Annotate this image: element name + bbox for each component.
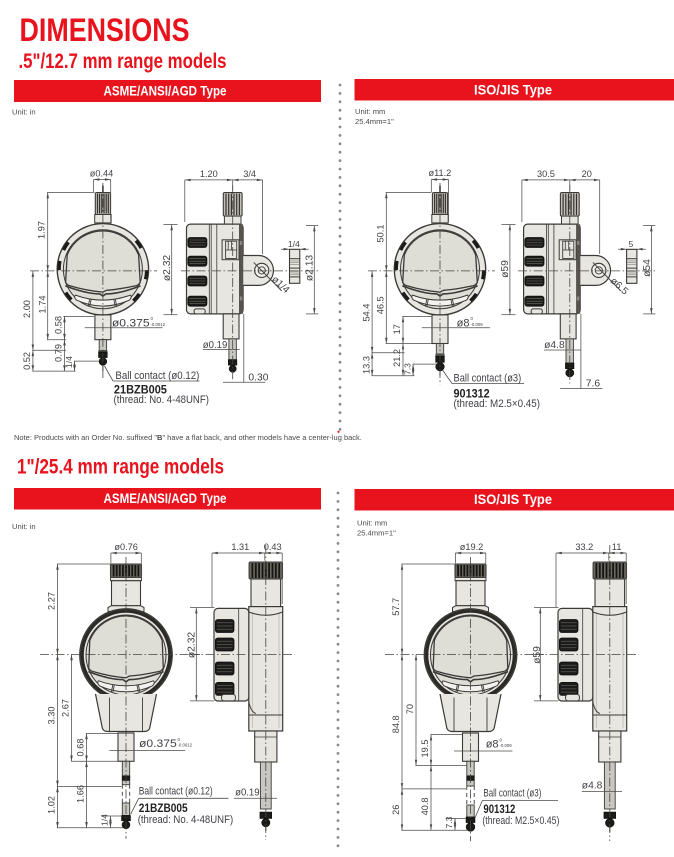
svg-text:1/4: 1/4 [288, 239, 300, 249]
svg-text:3.30: 3.30 [47, 707, 57, 725]
svg-text:ASME/ANSI/AGD Type: ASME/ANSI/AGD Type [104, 491, 227, 506]
svg-text:-0.009: -0.009 [471, 322, 484, 327]
svg-text:Ball contact (ø3): Ball contact (ø3) [483, 788, 541, 800]
svg-text:ø8: ø8 [457, 317, 470, 329]
svg-text:2.67: 2.67 [61, 699, 71, 717]
svg-text:ø4.8: ø4.8 [582, 781, 603, 792]
svg-text:21BZB005: 21BZB005 [114, 382, 167, 396]
svg-text:7.6: 7.6 [586, 379, 601, 390]
svg-text:26: 26 [391, 805, 401, 815]
svg-text:ASME/ANSI/AGD Type: ASME/ANSI/AGD Type [104, 84, 227, 99]
svg-text:0.68: 0.68 [76, 739, 86, 757]
svg-text:13.3: 13.3 [361, 356, 371, 374]
svg-text:54.4: 54.4 [361, 304, 371, 322]
svg-text:1/4: 1/4 [64, 356, 74, 368]
svg-text:19.5: 19.5 [420, 740, 430, 758]
svg-text:1.31: 1.31 [231, 542, 249, 552]
svg-text:17: 17 [392, 324, 402, 334]
svg-text:0: 0 [151, 316, 154, 321]
svg-text:1.74: 1.74 [37, 296, 47, 314]
svg-text:(thread: No. 4-48UNF): (thread: No. 4-48UNF) [138, 814, 234, 826]
svg-text:ø2.13: ø2.13 [305, 255, 316, 282]
svg-text:Ball contact (ø0.12): Ball contact (ø0.12) [115, 370, 199, 382]
svg-text:ISO/JIS Type: ISO/JIS Type [474, 492, 552, 507]
svg-text:1"/25.4 mm range models: 1"/25.4 mm range models [17, 456, 224, 479]
svg-text:0: 0 [178, 737, 181, 742]
svg-text:46.5: 46.5 [376, 296, 386, 314]
svg-text:1.66: 1.66 [76, 785, 86, 803]
svg-text:ø11.2: ø11.2 [428, 168, 451, 178]
svg-text:0.58: 0.58 [54, 316, 64, 334]
svg-text:ø0.76: ø0.76 [114, 542, 138, 552]
svg-text:2.27: 2.27 [47, 592, 57, 610]
svg-text:21.2: 21.2 [392, 349, 402, 367]
svg-text:-0.0012: -0.0012 [151, 322, 166, 327]
svg-text:0: 0 [500, 737, 503, 742]
svg-text:25.4mm=1": 25.4mm=1" [355, 117, 394, 126]
svg-text:Note: Products with an Order N: Note: Products with an Order No. suffixe… [14, 433, 362, 442]
svg-text:Unit: mm: Unit: mm [357, 519, 387, 528]
svg-text:Unit: in: Unit: in [12, 108, 36, 117]
svg-text:30.5: 30.5 [537, 169, 555, 179]
svg-text:33.2: 33.2 [575, 542, 593, 552]
svg-text:901312: 901312 [454, 387, 490, 401]
svg-text:.5"/12.7 mm range models: .5"/12.7 mm range models [19, 50, 227, 73]
svg-text:ISO/JIS Type: ISO/JIS Type [474, 83, 552, 98]
svg-text:Ball contact (ø3): Ball contact (ø3) [454, 373, 522, 385]
svg-text:(thread: M2.5×0.45): (thread: M2.5×0.45) [454, 398, 541, 410]
svg-text:901312: 901312 [483, 802, 515, 816]
svg-text:84.8: 84.8 [391, 715, 401, 733]
svg-text:(thread: No. 4-48UNF): (thread: No. 4-48UNF) [114, 394, 209, 406]
svg-text:ø0.375: ø0.375 [112, 317, 150, 329]
svg-text:0.52: 0.52 [22, 352, 32, 370]
svg-text:0: 0 [471, 316, 474, 321]
svg-text:ø4.8: ø4.8 [544, 340, 565, 351]
svg-text:ø0.19: ø0.19 [203, 340, 228, 351]
svg-text:ø59: ø59 [532, 646, 543, 664]
svg-text:21BZB005: 21BZB005 [139, 801, 188, 815]
svg-text:2.00: 2.00 [22, 300, 32, 318]
svg-text:1/4: 1/4 [100, 814, 110, 826]
svg-text:-0.009: -0.009 [500, 743, 513, 748]
svg-text:ø8: ø8 [486, 739, 499, 751]
svg-text:25.4mm=1": 25.4mm=1" [357, 529, 396, 538]
svg-text:5: 5 [629, 239, 634, 249]
svg-text:Unit: in: Unit: in [12, 522, 36, 531]
svg-text:70: 70 [405, 704, 415, 714]
svg-text:50.1: 50.1 [376, 225, 386, 243]
svg-text:ø54: ø54 [642, 259, 653, 277]
svg-text:ø0.19: ø0.19 [235, 787, 260, 798]
svg-text:Unit: mm: Unit: mm [355, 107, 385, 116]
svg-text:-0.0012: -0.0012 [178, 743, 193, 748]
svg-text:1.20: 1.20 [200, 169, 218, 179]
svg-text:ø19.2: ø19.2 [460, 542, 484, 552]
svg-text:3/4: 3/4 [243, 169, 256, 179]
svg-text:0.79: 0.79 [54, 344, 64, 362]
svg-text:1.97: 1.97 [37, 221, 47, 239]
svg-text:0.30: 0.30 [248, 372, 268, 383]
svg-text:ø2.32: ø2.32 [187, 632, 198, 659]
svg-text:ø59: ø59 [500, 260, 511, 278]
svg-text:20: 20 [582, 169, 592, 179]
svg-text:ø0.375: ø0.375 [139, 738, 177, 750]
svg-text:11: 11 [612, 542, 622, 552]
svg-text:ø0.44: ø0.44 [90, 169, 114, 179]
svg-text:Ball contact (ø0.12): Ball contact (ø0.12) [139, 786, 213, 798]
svg-text:57.7: 57.7 [391, 598, 401, 616]
svg-text:40.8: 40.8 [420, 797, 430, 815]
svg-text:7.3: 7.3 [402, 363, 412, 375]
svg-text:DIMENSIONS: DIMENSIONS [20, 12, 190, 48]
svg-text:ø2.32: ø2.32 [162, 255, 173, 282]
svg-text:(thread: M2.5×0.45): (thread: M2.5×0.45) [482, 815, 559, 827]
svg-text:7.3: 7.3 [444, 816, 454, 828]
svg-text:1.02: 1.02 [47, 796, 57, 814]
svg-text:0.43: 0.43 [264, 542, 282, 552]
